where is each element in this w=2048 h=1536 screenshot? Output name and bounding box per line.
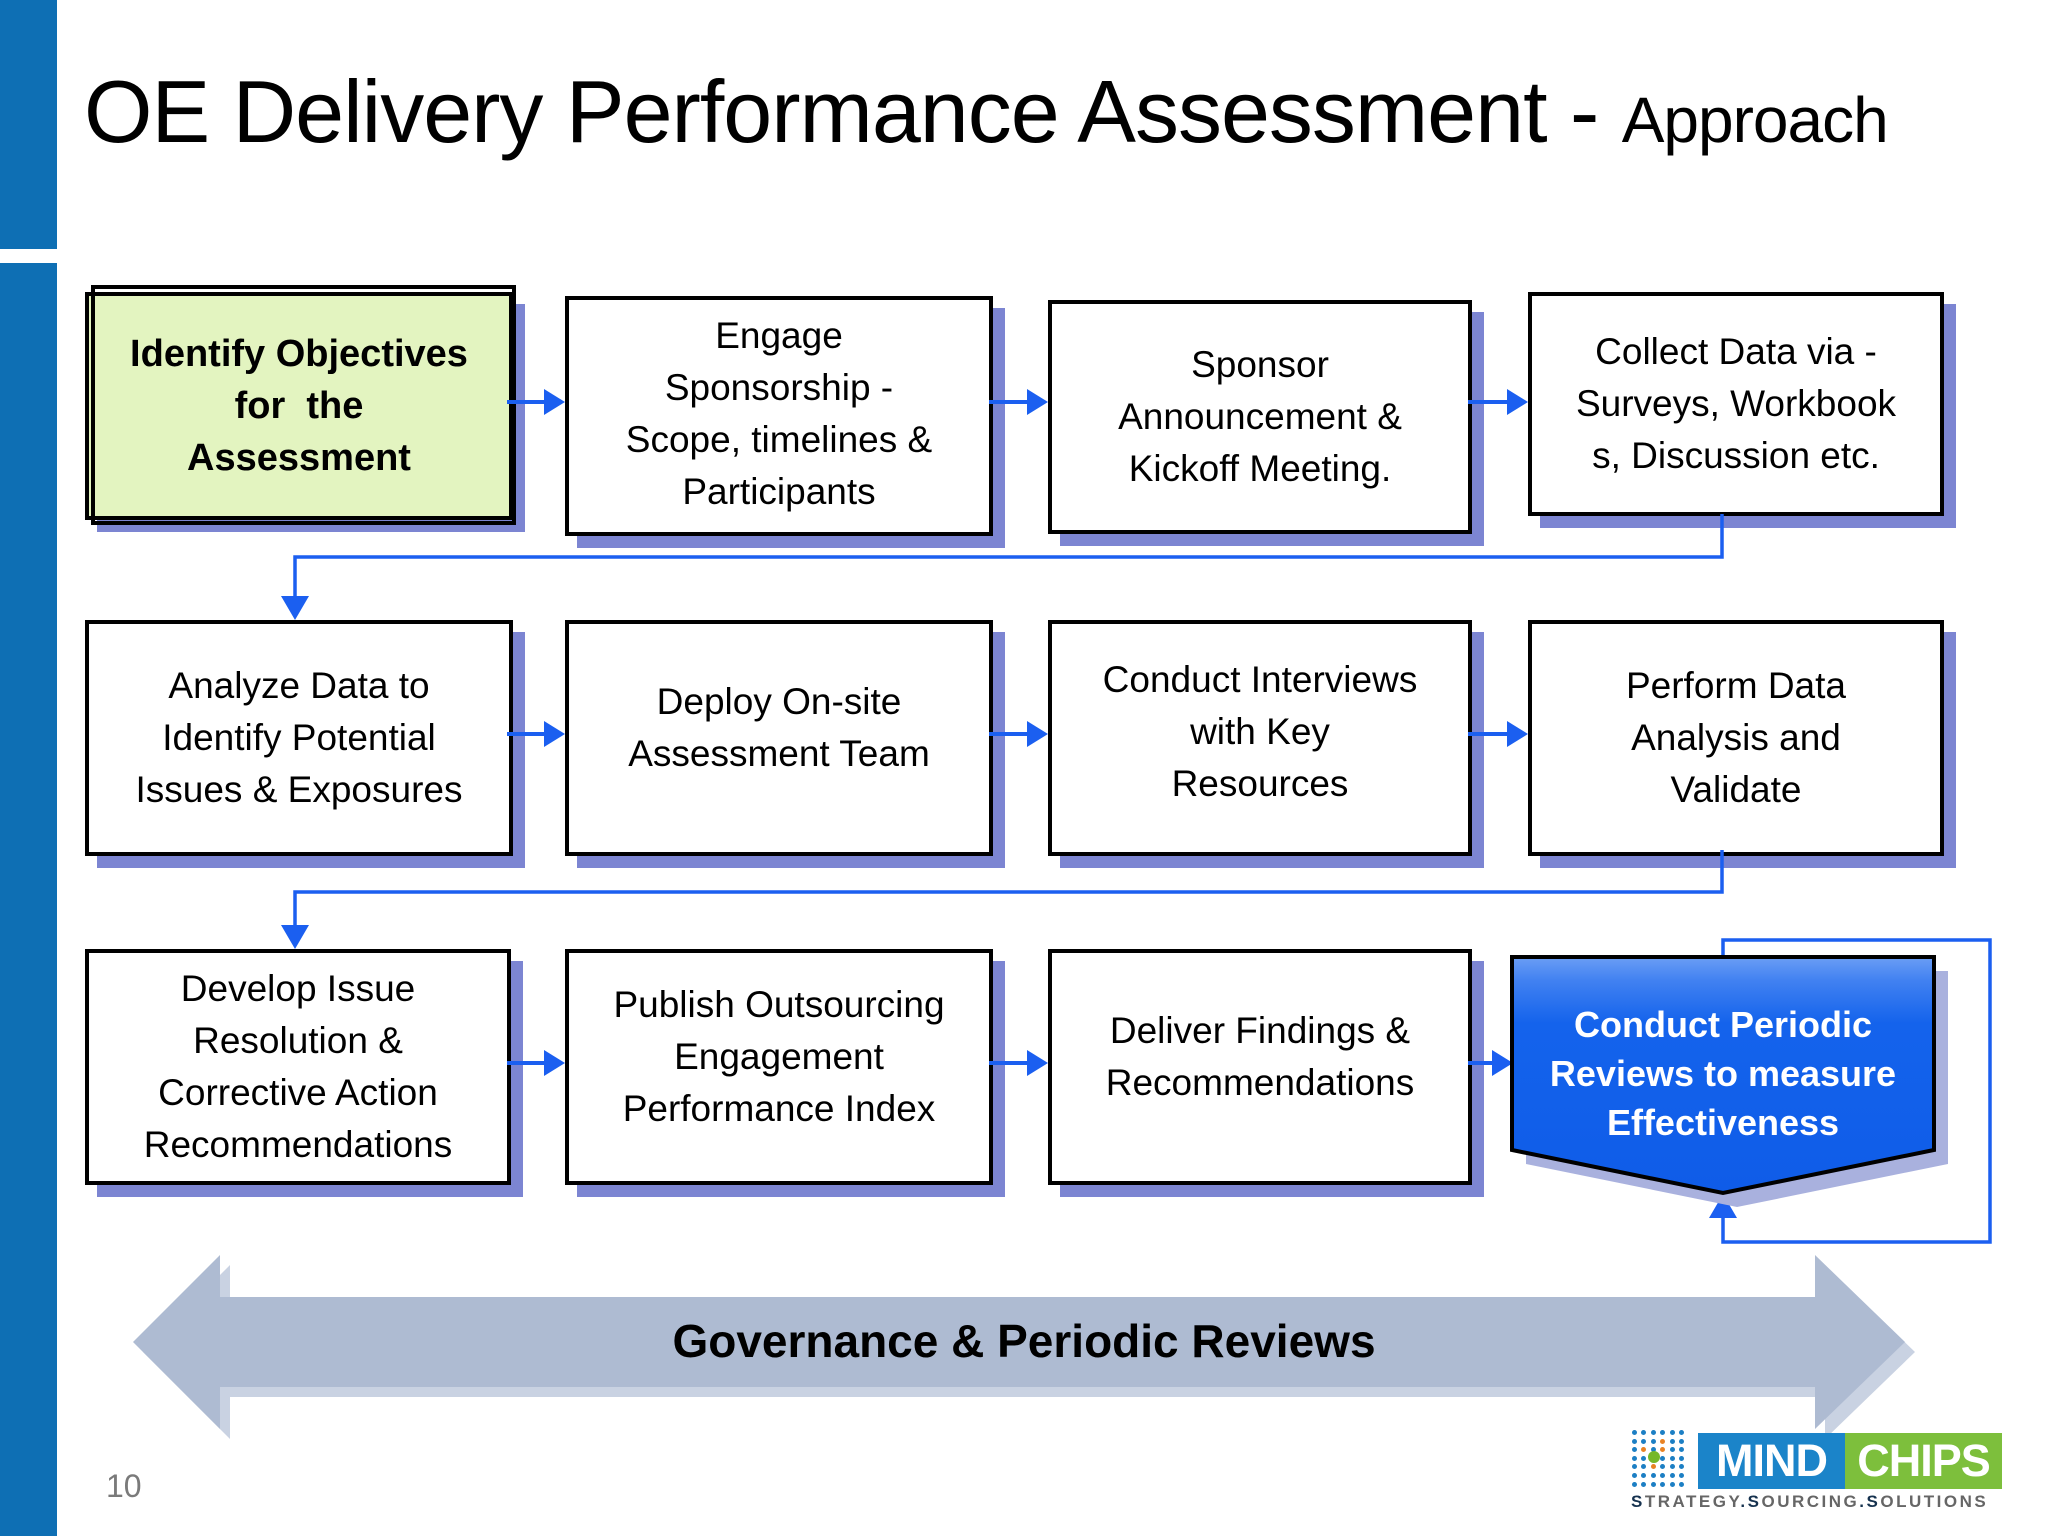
- logo-dot-icon: [1660, 1455, 1666, 1461]
- box-publish-index-label: Publish Outsourcing Engagement Performan…: [613, 984, 945, 1129]
- logo-chips: CHIPS: [1845, 1433, 2002, 1489]
- arrow-right-icon: [507, 1061, 544, 1065]
- box-perform-analysis-label: Perform Data Analysis and Validate: [1625, 665, 1846, 810]
- logo-dot-icon: [1660, 1447, 1666, 1453]
- box-deliver-findings: Deliver Findings & Recommendations: [1048, 949, 1472, 1185]
- logo-dot-icon: [1641, 1438, 1647, 1444]
- logo-dot-icon: [1679, 1430, 1684, 1435]
- logo-dot-icon: [1650, 1464, 1656, 1470]
- logo-dot-icon: [1660, 1430, 1666, 1435]
- box-analyze-data-label: Analyze Data to Identify Potential Issue…: [135, 665, 463, 810]
- logo-dot-icon: [1660, 1464, 1666, 1470]
- logo-dot-icon: [1641, 1430, 1647, 1435]
- arrow-right-icon: [1468, 400, 1507, 404]
- box-collect-data-label: Collect Data via - Surveys, Workbook s, …: [1575, 331, 1897, 476]
- logo-dot-icon: [1679, 1481, 1684, 1487]
- logo-dot-icon: [1641, 1473, 1647, 1478]
- logo-dot-icon: [1632, 1438, 1637, 1444]
- arrow-right-icon: [507, 732, 544, 736]
- box-develop-resolution-label: Develop Issue Resolution & Corrective Ac…: [143, 968, 453, 1165]
- logo-dot-icon: [1660, 1481, 1666, 1487]
- logo-dot-icon: [1641, 1481, 1647, 1487]
- logo-green-dot-icon: [1648, 1451, 1660, 1463]
- logo-dot-icon: [1632, 1464, 1637, 1470]
- box-publish-index: Publish Outsourcing Engagement Performan…: [565, 949, 993, 1185]
- logo-dot-icon: [1669, 1455, 1675, 1461]
- arrow-right-icon: [989, 732, 1027, 736]
- arrow-right-icon: [1468, 732, 1507, 736]
- box-analyze-data: Analyze Data to Identify Potential Issue…: [85, 620, 513, 856]
- arrow-right-icon: [1468, 1061, 1492, 1065]
- logo-dots-icon: [1632, 1430, 1694, 1492]
- left-accent-bar: [0, 0, 57, 1536]
- logo-dot-icon: [1641, 1455, 1647, 1461]
- logo-dot-icon: [1669, 1473, 1675, 1478]
- logo-dot-icon: [1660, 1473, 1666, 1478]
- logo-tagline: STRATEGY.SOURCING.SOLUTIONS: [1631, 1492, 1989, 1511]
- page-title-suffix: Approach: [1621, 84, 1889, 156]
- box-periodic-reviews-label: Conduct Periodic Reviews to measure Effe…: [1549, 1004, 1897, 1143]
- box-sponsor-announcement-label: Sponsor Announcement & Kickoff Meeting.: [1118, 344, 1402, 489]
- logo-dot-icon: [1660, 1438, 1666, 1444]
- box-deploy-team-label: Deploy On-site Assessment Team: [628, 681, 930, 774]
- logo-dot-icon: [1669, 1430, 1675, 1435]
- box-perform-analysis: Perform Data Analysis and Validate: [1528, 620, 1944, 856]
- logo-dot-icon: [1679, 1473, 1684, 1478]
- logo-dot-icon: [1650, 1438, 1656, 1444]
- box-deploy-team: Deploy On-site Assessment Team: [565, 620, 993, 856]
- box-conduct-interviews-label: Conduct Interviews with Key Resources: [1102, 659, 1418, 804]
- page-number: 10: [106, 1468, 142, 1504]
- box-sponsor-announcement: Sponsor Announcement & Kickoff Meeting.: [1048, 300, 1472, 534]
- box-develop-resolution: Develop Issue Resolution & Corrective Ac…: [85, 949, 511, 1185]
- logo-dot-icon: [1679, 1438, 1684, 1444]
- logo-dot-icon: [1669, 1464, 1675, 1470]
- logo-dot-icon: [1669, 1447, 1675, 1453]
- logo-dot-icon: [1679, 1455, 1684, 1461]
- logo-dot-icon: [1650, 1430, 1656, 1435]
- governance-label: Governance & Periodic Reviews: [672, 1315, 1376, 1367]
- logo-dot-icon: [1632, 1481, 1637, 1487]
- logo-dot-icon: [1650, 1447, 1656, 1453]
- left-accent-bar-gap: [0, 249, 57, 263]
- logo-dot-icon: [1679, 1447, 1684, 1453]
- box-collect-data: Collect Data via - Surveys, Workbook s, …: [1528, 292, 1944, 516]
- logo-dot-icon: [1632, 1455, 1637, 1461]
- logo-mind: MIND: [1698, 1433, 1845, 1489]
- logo-dot-icon: [1679, 1464, 1684, 1470]
- logo-dot-icon: [1641, 1447, 1647, 1453]
- box-deliver-findings-label: Deliver Findings & Recommendations: [1105, 1010, 1415, 1103]
- logo-dot-icon: [1632, 1430, 1637, 1435]
- box-identify-objectives: Identify Objectives for the Assessment: [85, 285, 516, 525]
- logo-dot-icon: [1650, 1473, 1656, 1478]
- box-conduct-interviews: Conduct Interviews with Key Resources: [1048, 620, 1472, 856]
- arrow-right-icon: [989, 1061, 1027, 1065]
- page-title-main: OE Delivery Performance Assessment -: [84, 62, 1622, 161]
- arrow-right-icon: [507, 400, 544, 404]
- logo-dot-icon: [1669, 1438, 1675, 1444]
- page-title: OE Delivery Performance Assessment - App…: [84, 62, 2014, 161]
- box-engage-sponsorship: Engage Sponsorship - Scope, timelines & …: [565, 296, 993, 536]
- arrow-right-icon: [989, 400, 1027, 404]
- logo-dot-icon: [1632, 1447, 1637, 1453]
- logo-dot-icon: [1641, 1464, 1647, 1470]
- logo-dot-icon: [1650, 1481, 1656, 1487]
- box-identify-objectives-label: Identify Objectives for the Assessment: [130, 333, 468, 479]
- logo-dot-icon: [1632, 1473, 1637, 1478]
- box-engage-sponsorship-label: Engage Sponsorship - Scope, timelines & …: [625, 315, 933, 512]
- logo-dot-icon: [1669, 1481, 1675, 1487]
